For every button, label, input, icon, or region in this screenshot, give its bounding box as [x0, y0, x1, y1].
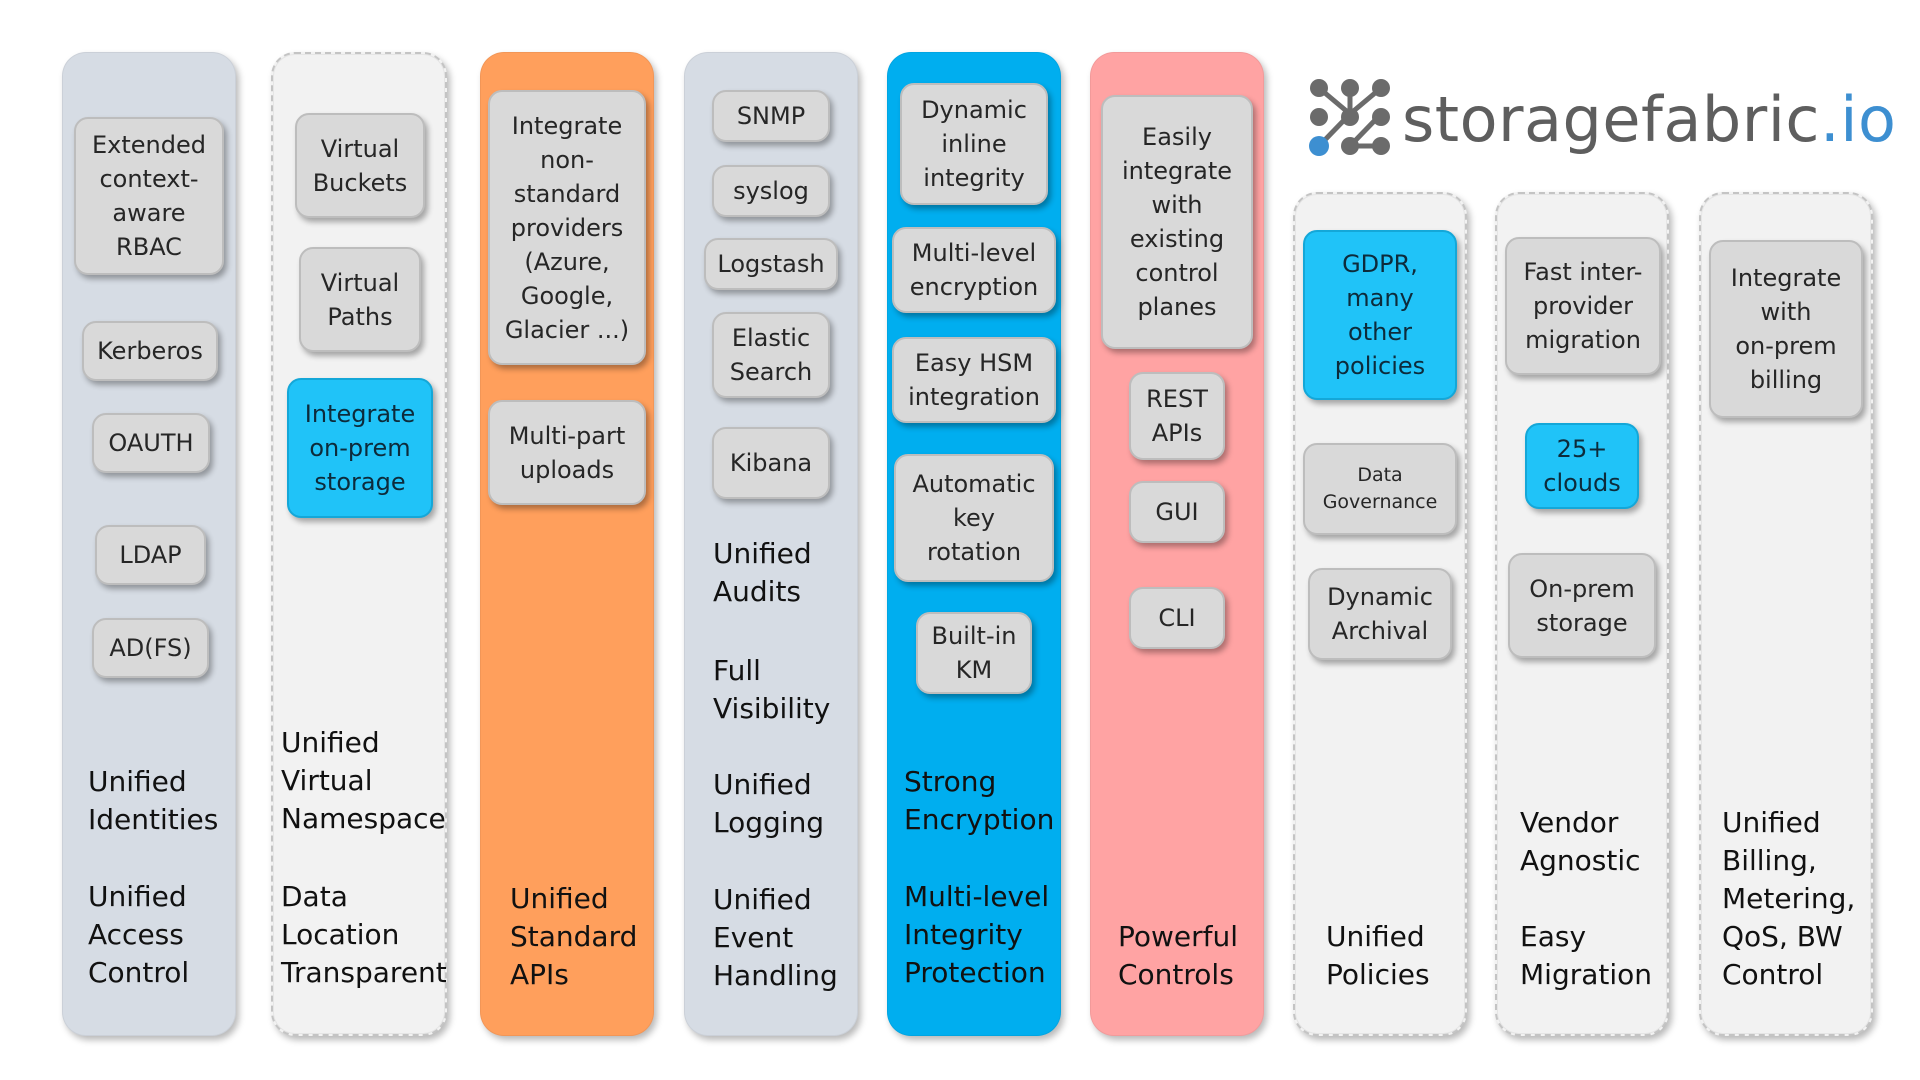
feature-box-data-governance: Data Governance — [1303, 443, 1457, 535]
feature-box-dynamic-inline-integrity: Dynamic inline integrity — [900, 83, 1048, 205]
feature-box-integrate-with-on-prem-billing: Integrate with on-prem billing — [1709, 240, 1863, 418]
feature-box-elastic-search: Elastic Search — [712, 312, 830, 398]
capability-label-unified-billing-metering-qos-bw-control: Unified Billing, Metering, QoS, BW Contr… — [1722, 806, 1856, 991]
capability-label-unified-identities: Unified Identities — [88, 765, 219, 836]
feature-box-logstash: Logstash — [704, 238, 838, 290]
feature-box-oauth: OAUTH — [92, 413, 210, 473]
feature-box-multi-part-uploads: Multi-part uploads — [488, 400, 646, 505]
capability-label-unified-event-handling: Unified Event Handling — [713, 883, 838, 992]
capability-label-data-location-transparent: Data Location Transparent — [281, 880, 447, 989]
feature-box-snmp: SNMP — [712, 90, 830, 142]
logo-name: storagefabric — [1402, 83, 1821, 156]
feature-box-syslog: syslog — [712, 165, 830, 217]
feature-box-cli: CLI — [1129, 587, 1225, 649]
capability-label-unified-logging: Unified Logging — [713, 768, 825, 839]
feature-box-kibana: Kibana — [712, 427, 830, 499]
feature-box-dynamic-archival: Dynamic Archival — [1308, 568, 1452, 660]
logo: storagefabric.io — [1305, 74, 1896, 170]
capability-label-unified-policies: Unified Policies — [1326, 920, 1430, 991]
feature-box-ldap: LDAP — [95, 525, 206, 585]
feature-box-virtual-paths: Virtual Paths — [299, 247, 421, 352]
feature-box-on-prem-storage: On-prem storage — [1508, 553, 1656, 658]
network-nodes-icon — [1309, 79, 1390, 156]
feature-box-integrate-on-prem-storage: Integrate on-prem storage — [287, 378, 433, 518]
feature-box-easy-hsm-integration: Easy HSM integration — [892, 337, 1056, 423]
feature-box-built-in-km: Built-in KM — [916, 612, 1032, 694]
capability-label-multi-level-integrity-protection: Multi-level Integrity Protection — [904, 880, 1050, 989]
feature-box-gdpr-many-other-policies: GDPR, many other policies — [1303, 230, 1457, 400]
capability-label-easy-migration: Easy Migration — [1520, 920, 1653, 991]
feature-box-kerberos: Kerberos — [82, 321, 218, 381]
capability-label-unified-virtual-namespace: Unified Virtual Namespace — [281, 726, 446, 835]
feature-box-extended-context-aware-rbac: Extended context-aware RBAC — [74, 117, 224, 275]
logo-wordmark: storagefabric.io — [1402, 80, 1896, 160]
capability-label-powerful-controls: Powerful Controls — [1118, 920, 1239, 991]
feature-box-gui: GUI — [1129, 481, 1225, 543]
capability-label-unified-access-control: Unified Access Control — [88, 880, 190, 989]
capability-label-full-visibility: Full Visibility — [713, 654, 831, 725]
feature-box-25-clouds: 25+ clouds — [1525, 423, 1639, 509]
logo-tld: .io — [1820, 83, 1897, 156]
feature-box-automatic-key-rotation: Automatic key rotation — [894, 454, 1054, 582]
feature-box-fast-inter-provider-migration: Fast inter-provider migration — [1505, 237, 1661, 375]
capability-label-unified-audits: Unified Audits — [713, 537, 812, 608]
capability-label-strong-encryption: Strong Encryption — [904, 765, 1055, 836]
feature-box-easily-integrate-with-existing-control-p: Easily integrate with existing control p… — [1101, 95, 1253, 349]
feature-box-ad-fs: AD(FS) — [92, 618, 209, 678]
feature-box-multi-level-encryption: Multi-level encryption — [892, 227, 1056, 313]
feature-box-integrate-non-standard-providers-azure-g: Integrate non-standard providers (Azure,… — [488, 90, 646, 365]
capability-label-vendor-agnostic: Vendor Agnostic — [1520, 806, 1641, 877]
feature-box-virtual-buckets: Virtual Buckets — [295, 113, 425, 218]
feature-box-rest-apis: REST APIs — [1129, 372, 1225, 460]
capability-label-unified-standard-apis: Unified Standard APIs — [510, 882, 638, 991]
